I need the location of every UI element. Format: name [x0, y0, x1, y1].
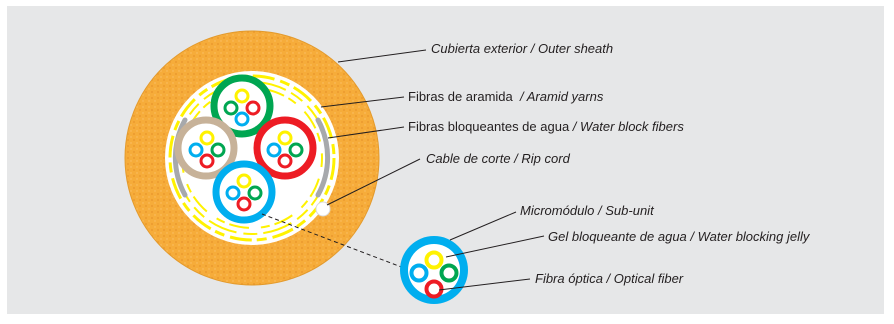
cable-core-cavity: [165, 71, 339, 245]
rip-cord: [315, 201, 331, 217]
leader-lines: [320, 49, 545, 291]
label-aramid-yarns: Fibras de aramida / Aramid yarns: [408, 89, 604, 104]
sub-unit-green: [210, 74, 274, 138]
label-water-block-fibers: Fibras bloqueantes de agua / Water block…: [408, 119, 684, 134]
sub-unit-detail: [400, 236, 468, 304]
water-block-fibers: [172, 117, 331, 198]
label-outer-sheath: Cubierta exterior / Outer sheath: [431, 41, 613, 56]
sub-unit-beige: [174, 116, 238, 180]
sub-unit-red: [253, 116, 317, 180]
sub-unit-blue: [212, 160, 276, 224]
label-rip-cord: Cable de corte / Rip cord: [426, 151, 571, 166]
detail-connector-line: [261, 213, 405, 269]
label-sub-unit: Micromódulo / Sub-unit: [520, 203, 655, 218]
label-optical-fiber: Fibra óptica / Optical fiber: [535, 271, 684, 286]
label-water-blocking-jelly: Gel bloqueante de agua / Water blocking …: [548, 229, 811, 244]
